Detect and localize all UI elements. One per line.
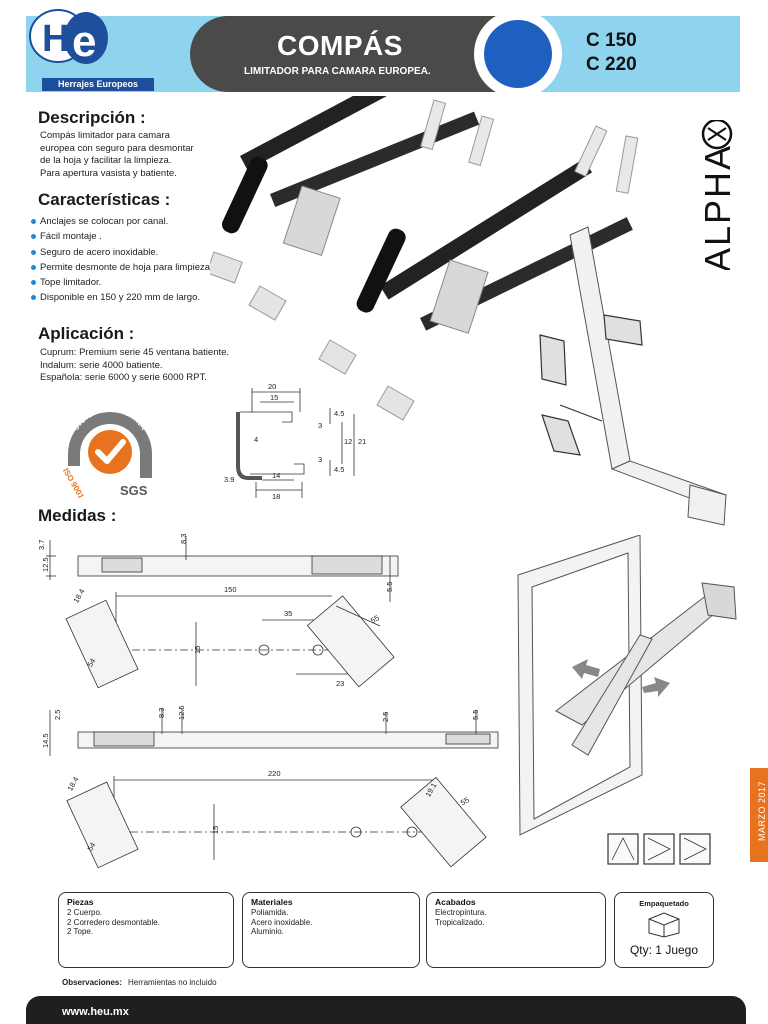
list-item: Anclajes se colocan por canal. — [30, 214, 240, 229]
list-item: Tope limitador. — [30, 275, 240, 290]
model-c220: C 220 — [586, 54, 637, 75]
svg-text:5.5: 5.5 — [385, 582, 394, 592]
svg-text:4: 4 — [254, 435, 258, 444]
date-text: MARZO 2017 — [757, 780, 767, 842]
window-installation-drawing-1 — [539, 226, 728, 526]
svg-text:3.7: 3.7 — [37, 540, 46, 550]
svg-text:2.5: 2.5 — [53, 710, 62, 720]
svg-text:5.5: 5.5 — [471, 710, 480, 720]
svg-text:150: 150 — [224, 585, 237, 594]
svg-text:15: 15 — [270, 393, 278, 402]
svg-text:3: 3 — [318, 455, 322, 464]
svg-text:4.5: 4.5 — [334, 409, 344, 418]
svg-text:12: 12 — [344, 437, 352, 446]
svg-text:4.5: 4.5 — [334, 465, 344, 474]
svg-text:220: 220 — [268, 769, 281, 778]
c150-technical-drawing: 3.7 12.5 8.3 5.5 18.4 150 35 55 15 54 23 — [37, 534, 399, 689]
date-tab: MARZO 2017 — [750, 768, 768, 862]
footer-url-link[interactable]: www.heu.mx — [62, 1006, 129, 1018]
page-title: COMPÁS — [277, 30, 403, 61]
window-installation-drawing-2 — [517, 535, 737, 836]
logo-text: Herrajes Europeos — [42, 78, 154, 91]
medidas-heading: Medidas : — [38, 506, 117, 525]
svg-text:55: 55 — [459, 795, 471, 807]
c220-technical-drawing: 2.5 14.5 8.3 12.5 2.5 5.5 220 18.4 19.1 … — [41, 705, 499, 869]
features-list: Anclajes se colocan por canal. Fácil mon… — [30, 214, 240, 306]
compas-product-image — [210, 96, 639, 421]
svg-text:54: 54 — [85, 657, 97, 669]
svg-text:3: 3 — [318, 421, 322, 430]
svg-text:12.5: 12.5 — [41, 557, 50, 572]
svg-text:14.5: 14.5 — [41, 733, 50, 748]
svg-text:12.5: 12.5 — [177, 705, 186, 720]
descripcion-heading: Descripción : — [38, 108, 146, 127]
svg-text:15: 15 — [211, 826, 220, 834]
descripcion-text: Compás limitador para camara europea con… — [40, 130, 194, 179]
materiales-box: Materiales Poliamida. Acero inoxidable. … — [242, 892, 420, 968]
list-item: Fácil montaje . — [30, 229, 240, 244]
model-c150: C 150 — [586, 30, 637, 51]
svg-text:55: 55 — [369, 613, 381, 625]
svg-text:3.9: 3.9 — [224, 475, 234, 484]
svg-text:18.4: 18.4 — [71, 587, 86, 604]
svg-text:SGS: SGS — [120, 483, 148, 498]
he-logo-icon: H e — [29, 9, 108, 66]
svg-text:35: 35 — [284, 609, 292, 618]
svg-text:18: 18 — [272, 492, 280, 501]
svg-text:e: e — [72, 17, 96, 66]
svg-text:ISO 9001: ISO 9001 — [61, 467, 86, 498]
svg-text:2.5: 2.5 — [381, 712, 390, 722]
iso-certification-icon: SYSTEM CERTIFICATION ISO 9001 SGS — [61, 407, 152, 498]
svg-text:21: 21 — [358, 437, 366, 446]
acabados-box: Acabados Electropintura. Tropicalizado. — [426, 892, 606, 968]
empaquetado-box: Empaquetado Qty: 1 Juego — [614, 892, 714, 968]
svg-text:15: 15 — [193, 646, 202, 654]
title-pill — [190, 16, 530, 92]
package-qty: Qty: 1 Juego — [629, 943, 699, 957]
aplicacion-text: Cuprum: Premium serie 45 ventana batient… — [40, 347, 230, 383]
profile-section-drawing: 20 15 4 4.5 3 12 21 3 4.5 3.9 14 18 — [224, 382, 366, 501]
svg-text:ALPHA: ALPHA — [697, 144, 738, 270]
package-icon — [648, 912, 680, 938]
svg-text:23: 23 — [336, 679, 344, 688]
alpha-brand-logo: ALPHA — [697, 120, 738, 270]
observaciones: Observaciones:Herramientas no incluido — [62, 978, 217, 987]
piezas-box: Piezas 2 Cuerpo. 2 Corredero desmontable… — [58, 892, 234, 968]
svg-text:54: 54 — [85, 841, 97, 853]
svg-text:8.3: 8.3 — [179, 534, 188, 544]
list-item: Seguro de acero inoxidable. — [30, 245, 240, 260]
blue-circle-icon — [484, 20, 552, 88]
svg-text:18.4: 18.4 — [65, 775, 80, 792]
svg-text:14: 14 — [272, 471, 280, 480]
window-type-icons — [607, 833, 711, 865]
list-item: Permite desmonte de hoja para limpieza. — [30, 260, 240, 275]
list-item: Disponible en 150 y 220 mm de largo. — [30, 290, 240, 305]
svg-text:20: 20 — [268, 382, 276, 391]
svg-text:8.3: 8.3 — [157, 708, 166, 718]
aplicacion-heading: Aplicación : — [38, 324, 135, 343]
caracteristicas-heading: Características : — [38, 190, 171, 209]
footer-bar — [26, 996, 746, 1024]
page-subtitle: LIMITADOR PARA CAMARA EUROPEA. — [244, 66, 431, 77]
